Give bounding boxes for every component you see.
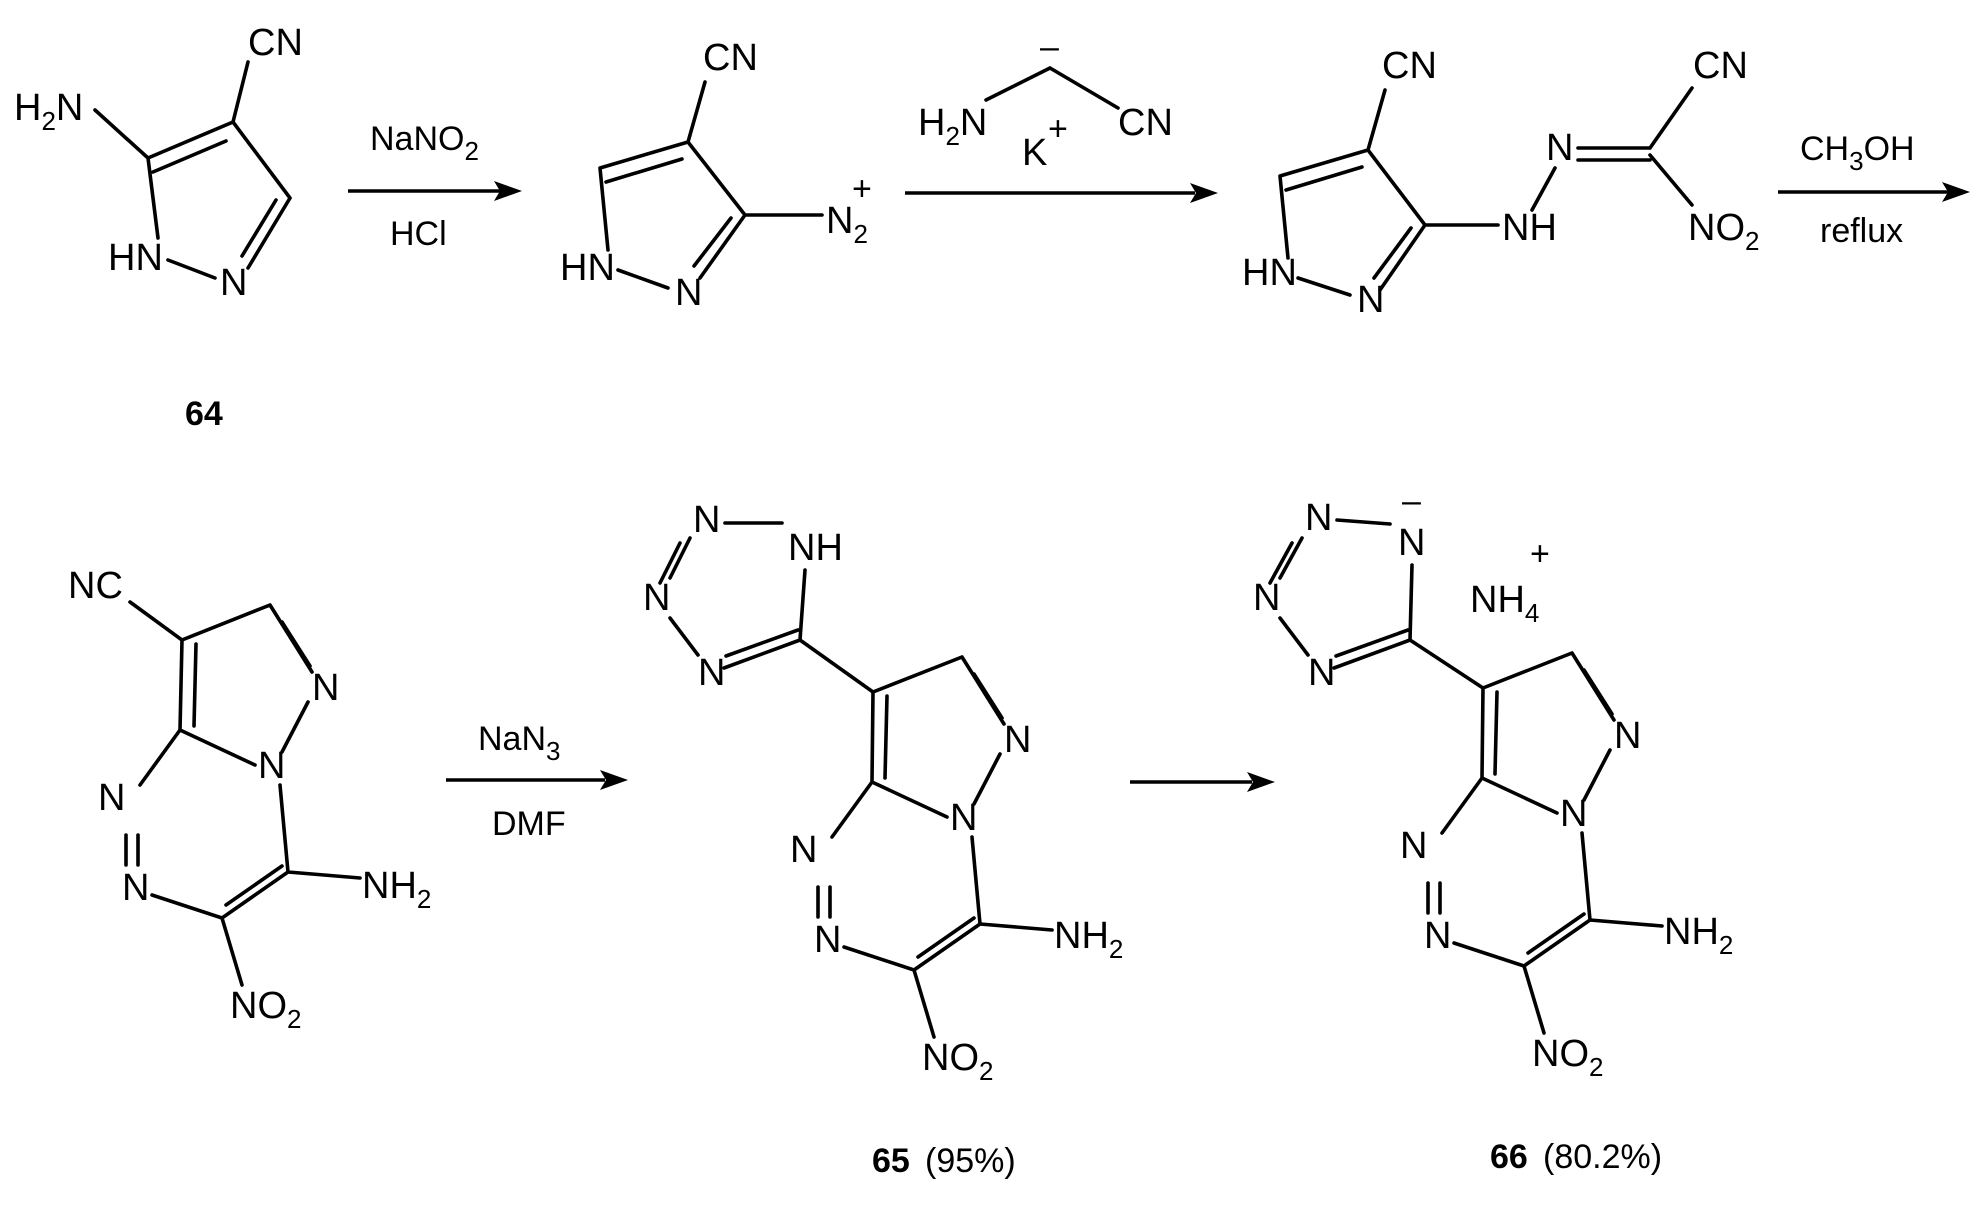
atom-neq-hyd: N — [1546, 127, 1573, 169]
bonds-66 — [1268, 518, 1664, 1035]
compound-diazonium: CN N2 + HN N — [560, 37, 872, 314]
reagent-minus: – — [1040, 28, 1059, 66]
yield-66: (80.2%) — [1543, 1138, 1662, 1176]
step-3: CH3OH reflux — [1778, 130, 1970, 250]
arrow-3-head — [1942, 182, 1970, 202]
atom-nc-tri: NC — [68, 565, 123, 607]
atom-n1-tri: N — [312, 667, 339, 709]
compound-64: H2N CN HN N 64 — [14, 22, 303, 433]
yield-65: (95%) — [925, 1142, 1016, 1180]
arrow-5-head — [1247, 772, 1275, 792]
charge-nh4-66: + — [1530, 535, 1550, 573]
bonds-reagent — [984, 66, 1120, 110]
atom-no2-65: NO2 — [922, 1037, 993, 1086]
reagent-reflux: reflux — [1820, 212, 1903, 250]
atom-n1-66: N — [1614, 715, 1641, 757]
reagent-k: K — [1022, 132, 1047, 174]
label-65: 65 — [872, 1142, 910, 1180]
atom-nh2-65: NH2 — [1054, 915, 1123, 964]
atom-no2-tri: NO2 — [230, 985, 301, 1034]
bonds-tri — [124, 600, 362, 987]
label-66: 66 — [1490, 1138, 1528, 1176]
atom-cn2-hyd: CN — [1693, 45, 1748, 87]
atom-hn-64: HN — [108, 237, 163, 279]
step-4: NaN3 DMF — [446, 720, 628, 843]
atom-no2-66: NO2 — [1532, 1033, 1603, 1082]
bonds-hyd — [1278, 86, 1694, 297]
atom-n4-65: N — [814, 919, 841, 961]
atom-tznh-65: NH — [788, 527, 843, 569]
atom-n2-diaz: N2 — [826, 200, 868, 249]
atom-n-hyd: N — [1357, 279, 1384, 321]
atom-tznminus-66: N — [1398, 522, 1425, 564]
charge-minus-66: – — [1402, 482, 1421, 520]
atom-n3-66: N — [1400, 825, 1427, 867]
compound-66: N N – N N NH4 + N N N N NH2 NO2 66 (80.2… — [1253, 482, 1733, 1176]
atom-n4-tri: N — [122, 867, 149, 909]
reagent-dmf: DMF — [492, 805, 566, 843]
atom-nh2-tri: NH2 — [362, 865, 431, 914]
compound-triazine: NC N N N N NH2 NO2 — [68, 565, 431, 1034]
step-2: H2N CN – K + — [905, 28, 1218, 203]
atom-hn-diaz: HN — [560, 247, 615, 289]
step-5 — [1130, 772, 1275, 792]
compound-hydrazone: CN HN N NH N CN NO2 — [1242, 45, 1759, 321]
reagent-hcl: HCl — [390, 215, 447, 253]
arrow-4-head — [600, 770, 628, 790]
atom-n4-66: N — [1424, 915, 1451, 957]
step-1: NaNO2 HCl — [348, 120, 522, 253]
atom-tzn1-66: N — [1305, 497, 1332, 539]
atom-tzn3-65: N — [698, 652, 725, 694]
atom-nh4-66: NH4 — [1470, 579, 1539, 628]
reagent-k-charge: + — [1048, 110, 1068, 148]
bonds-64 — [93, 60, 292, 280]
atom-h2n-64: H2N — [14, 87, 83, 136]
atom-tzn1-65: N — [693, 499, 720, 541]
reagent-ch3oh: CH3OH — [1800, 130, 1915, 176]
atom-tzn3-66: N — [1308, 652, 1335, 694]
bonds-diaz — [598, 80, 824, 290]
atom-cn-64: CN — [248, 22, 303, 64]
atom-cn-diaz: CN — [703, 37, 758, 79]
bonds-65 — [658, 521, 1054, 1039]
reagent-h2n: H2N — [918, 102, 987, 151]
atom-n3-tri: N — [98, 777, 125, 819]
atom-tzn2-65: N — [643, 577, 670, 619]
atom-n-64: N — [220, 262, 247, 304]
atom-n-diaz: N — [675, 272, 702, 314]
arrow-1-head — [494, 181, 522, 201]
compound-65: N NH N N N N N N NH2 NO2 65 (95%) — [643, 499, 1123, 1180]
atom-nh2-66: NH2 — [1664, 911, 1733, 960]
label-64: 64 — [185, 395, 223, 433]
atom-cn-hyd: CN — [1382, 45, 1437, 87]
atom-tzn2-66: N — [1253, 577, 1280, 619]
arrow-2-head — [1190, 183, 1218, 203]
reagent-nan3: NaN3 — [478, 720, 561, 766]
atom-nh-hyd: NH — [1502, 207, 1557, 249]
atom-n1-65: N — [1004, 719, 1031, 761]
atom-n3-65: N — [790, 829, 817, 871]
atom-no2-hyd: NO2 — [1688, 207, 1759, 256]
charge-diaz: + — [852, 170, 872, 208]
reagent-cn: CN — [1118, 102, 1173, 144]
reagent-nano2: NaNO2 — [370, 120, 479, 166]
